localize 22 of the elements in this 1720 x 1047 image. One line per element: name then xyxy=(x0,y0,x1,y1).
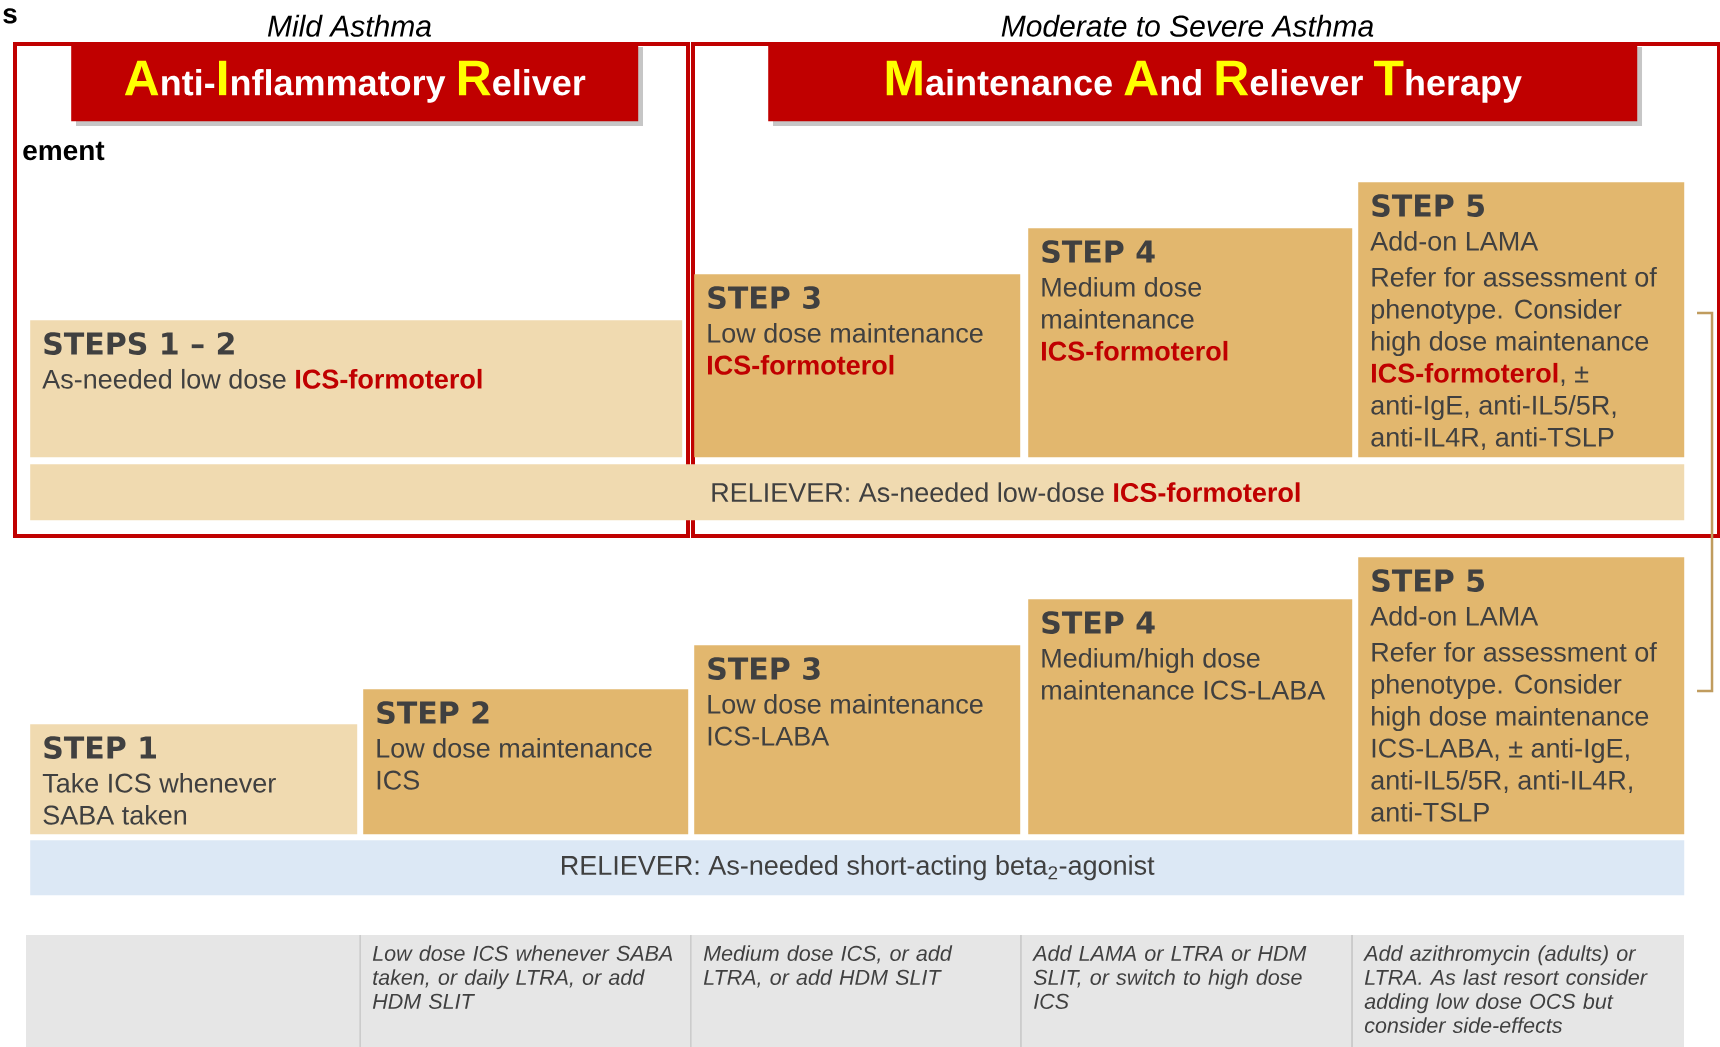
reliever-band: RELIEVER: As-needed short-acting beta$_{2}$-agonist xyxy=(30,840,1685,896)
table-cell: Add LAMA or LTRA or HDM SLIT, or switch to high dose ICS xyxy=(1021,935,1352,1047)
reliever-band: RELIEVER: As-needed low-dose ICS-formoterol xyxy=(30,464,1685,521)
banner: Maintenance And Reliever Therapy xyxy=(768,42,1642,126)
step-box: STEP 2 Low dose maintenance ICS xyxy=(363,689,689,835)
table-cell: Medium dose ICS, or add LTRA, or add HDM SLIT xyxy=(691,935,1021,1047)
step-box: STEP 5 Add-on LAMA Refer for assessment of phenotype. Consider high dose maintenance ICS-formoterol, ± anti-IgE, anti-IL5/5R, anti-IL4R, anti-TSLP xyxy=(1358,182,1685,458)
heading: Mild Asthma xyxy=(267,14,431,37)
fragment-text: ement xyxy=(23,141,105,161)
step-box: STEP 1 Take ICS whenever SABA taken xyxy=(30,724,358,835)
banner: Anti-Inflammatory Reliver xyxy=(71,42,643,126)
heading: Moderate to Severe Asthma xyxy=(1001,14,1374,37)
step-box: STEP 5 Add-on LAMA Refer for assessment of phenotype. Consider high dose maintenance ICS-LABA, ± anti-IgE, anti-IL5/5R, anti-IL4R, anti-TSLP xyxy=(1358,557,1685,835)
step-box: STEP 3 Low dose maintenance ICS-LABA xyxy=(694,645,1021,835)
fragment-text: s xyxy=(3,8,17,24)
step-box: STEP 4 Medium/high dose maintenance ICS-LABA xyxy=(1028,599,1353,835)
step-box: STEP 4 Medium dose maintenance ICS-formoterol xyxy=(1028,228,1353,458)
table-cell: Low dose ICS whenever SABA taken, or daily LTRA, or add HDM SLIT xyxy=(360,935,691,1047)
table-cell: Add azithromycin (adults) or LTRA. As last resort consider adding low dose OCS but consider side-effects xyxy=(1352,935,1684,1047)
step-box: STEPS 1 – 2 As-needed low dose ICS-formoterol xyxy=(30,320,683,458)
node-label: Anti-Inflammatory Reliver xyxy=(124,60,586,103)
step-box: STEP 3 Low dose maintenance ICS-formoterol xyxy=(694,274,1021,458)
